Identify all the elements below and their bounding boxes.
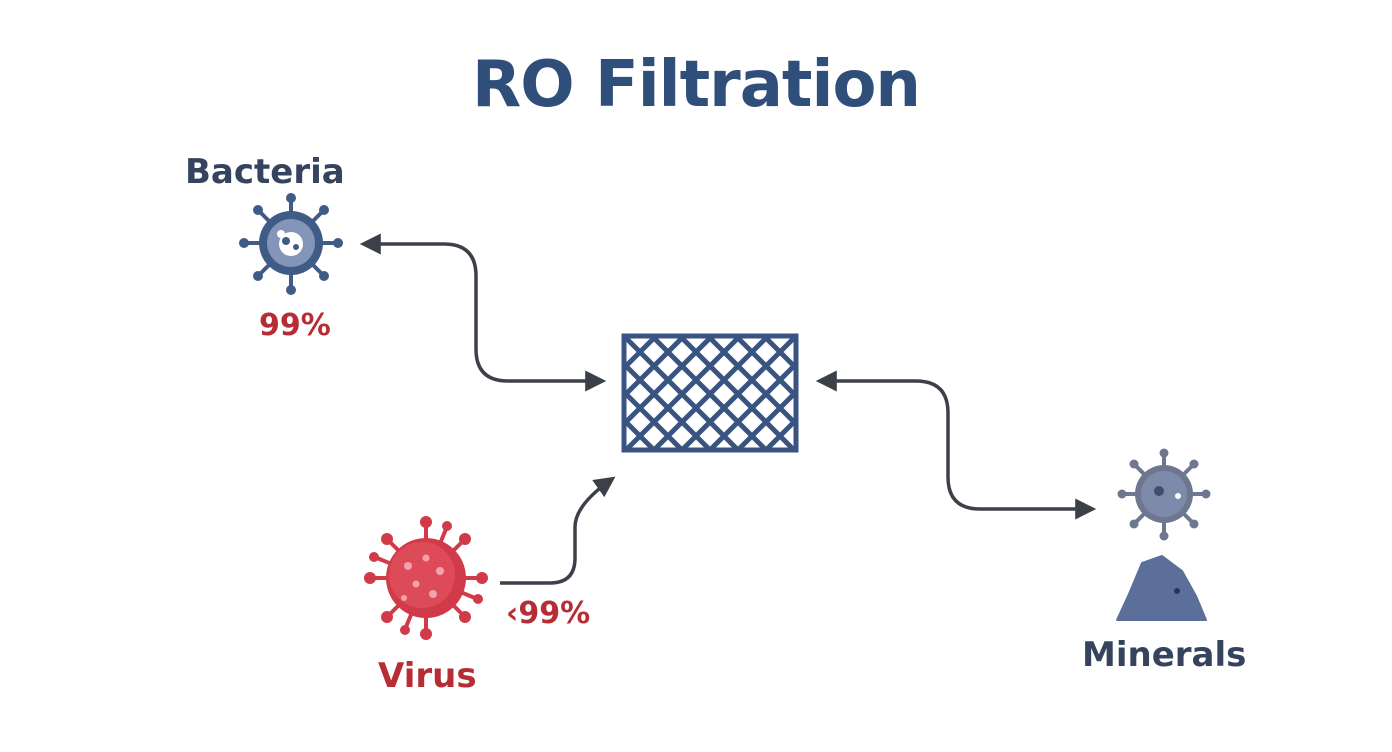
rock-spot	[1174, 588, 1180, 594]
virus-icon	[364, 516, 488, 640]
minerals-label: Minerals	[1082, 635, 1247, 675]
mesh-filter-icon	[621, 333, 799, 453]
particle-icon	[1117, 448, 1211, 541]
virus-removal-percent: ‹99%	[506, 596, 591, 631]
arrow-membrane-minerals	[815, 370, 1097, 520]
virus-label: Virus	[378, 656, 477, 696]
bacteria-label: Bacteria	[185, 152, 345, 192]
arrow-virus-membrane	[500, 476, 616, 585]
bacteria-removal-percent: 99%	[259, 308, 331, 343]
diagram-title: RO Filtration	[472, 48, 921, 122]
bacteria-icon	[239, 193, 343, 295]
rock-icon	[1116, 555, 1207, 621]
arrow-bacteria-membrane	[359, 233, 607, 392]
